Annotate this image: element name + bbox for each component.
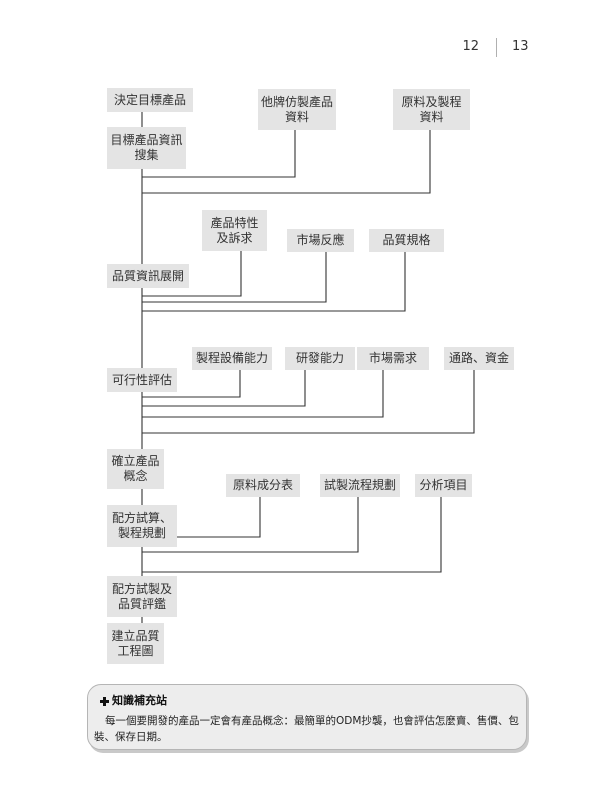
- node-competitor-data: 他牌仿製產品 資料: [258, 89, 336, 130]
- node-label: 他牌仿製產品: [260, 94, 333, 109]
- note-body-line: 裝、保存日期。: [94, 731, 168, 743]
- node-trial-process-plan: 試製流程規劃: [320, 474, 400, 497]
- node-label: 製程規劃: [117, 526, 166, 540]
- node-channel-funding: 通路、資金: [444, 347, 514, 370]
- node-features-appeal: 產品特性 及訴求: [202, 210, 267, 251]
- connector-rd-capability: [142, 370, 306, 407]
- node-rd-capability: 研發能力: [285, 347, 355, 370]
- node-quality-deploy: 品質資訊展開: [107, 264, 189, 288]
- note-body-line: 每一個要開發的產品一定會有產品概念：最簡單的ODM抄襲，也會評估怎麼賣、售價、包: [105, 715, 519, 727]
- page-number-divider: [496, 38, 497, 57]
- node-label: 建立品質: [111, 628, 160, 643]
- node-label: 品質評鑑: [117, 596, 166, 611]
- page-number-left: 12: [462, 39, 479, 54]
- node-label: 產品特性: [210, 215, 259, 230]
- node-label: 原料成分表: [232, 478, 293, 492]
- node-label: 市場需求: [368, 351, 417, 365]
- node-label: 配方試製及: [111, 581, 172, 596]
- node-market-response: 市場反應: [287, 229, 354, 252]
- node-formula-calc: 配方試算、 製程規劃: [107, 505, 177, 547]
- note-title: 知識補充站: [112, 694, 167, 707]
- node-label: 研發能力: [295, 351, 344, 365]
- connector-process-equipment: [142, 370, 241, 398]
- connector-features-appeal: [142, 251, 242, 297]
- connector-quality-spec: [142, 252, 406, 312]
- node-label: 試製流程規劃: [323, 478, 396, 492]
- node-label: 決定目標產品: [113, 92, 186, 107]
- node-collect-info: 目標產品資訊 搜集: [107, 127, 186, 169]
- node-label: 搜集: [134, 148, 159, 162]
- connector-market-response: [142, 252, 327, 303]
- node-label: 工程圖: [117, 643, 154, 658]
- node-trial-evaluation: 配方試製及 品質評鑑: [107, 576, 177, 617]
- connector-ingredient-list: [142, 497, 261, 538]
- node-label: 概念: [123, 469, 148, 483]
- connector-analysis-items: [142, 497, 442, 573]
- node-quality-chart: 建立品質 工程圖: [107, 623, 164, 664]
- node-ingredient-list: 原料成分表: [226, 474, 300, 497]
- node-label: 可行性評估: [111, 372, 172, 387]
- node-feasibility: 可行性評估: [107, 368, 177, 392]
- knowledge-note: 知識補充站 每一個要開發的產品一定會有產品概念：最簡單的ODM抄襲，也會評估怎麼…: [87, 684, 527, 750]
- plus-icon: [100, 696, 109, 706]
- connector-market-demand: [142, 370, 384, 418]
- page-number-right: 13: [512, 39, 529, 54]
- node-label: 資料: [419, 109, 444, 124]
- node-process-equipment: 製程設備能力: [192, 347, 272, 370]
- node-label: 目標產品資訊: [110, 133, 183, 147]
- connector-trial-process-plan: [142, 497, 359, 553]
- node-label: 資料: [284, 109, 309, 124]
- note-body: 每一個要開發的產品一定會有產品概念：最簡單的ODM抄襲，也會評估怎麼賣、售價、包…: [94, 713, 522, 745]
- node-label: 原料及製程: [401, 94, 462, 109]
- node-material-process-data: 原料及製程 資料: [393, 89, 470, 130]
- connector-competitor-data: [142, 130, 296, 178]
- connector-channel-funding: [142, 370, 475, 434]
- node-label: 分析項目: [419, 478, 468, 492]
- node-market-demand: 市場需求: [357, 347, 429, 370]
- node-quality-spec: 品質規格: [369, 229, 444, 252]
- node-label: 配方試算、: [111, 511, 172, 525]
- node-decide-product: 決定目標產品: [107, 88, 193, 112]
- node-product-concept: 確立產品 概念: [107, 449, 164, 489]
- connector-material-process-data: [142, 130, 431, 194]
- node-label: 通路、資金: [448, 351, 509, 365]
- node-label: 確立產品: [111, 454, 160, 468]
- node-label: 製程設備能力: [195, 351, 268, 365]
- note-title-row: 知識補充站: [100, 694, 167, 708]
- node-label: 品質規格: [382, 233, 431, 247]
- node-label: 市場反應: [296, 233, 345, 247]
- node-label: 及訴求: [216, 230, 253, 245]
- node-analysis-items: 分析項目: [415, 474, 472, 497]
- node-label: 品質資訊展開: [111, 268, 184, 283]
